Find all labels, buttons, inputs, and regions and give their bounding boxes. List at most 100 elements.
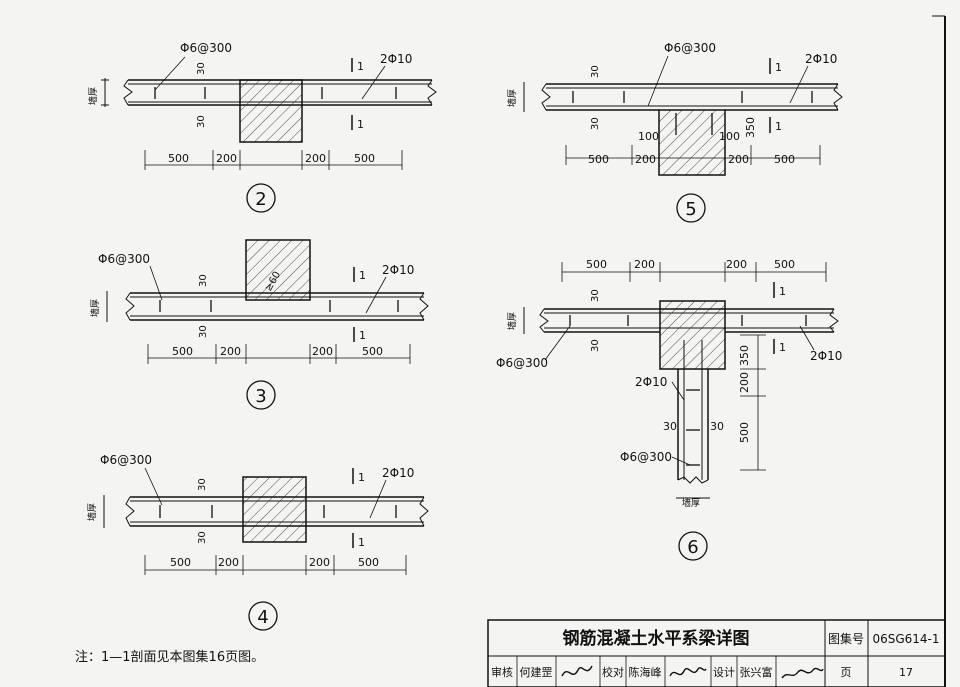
design-signature [781, 667, 824, 679]
check-label: 校对 [602, 665, 624, 679]
bars-label: 2Φ10 [380, 52, 412, 66]
offset-right-label: 100 [719, 130, 740, 143]
stirrup-label: Φ6@300 [98, 252, 150, 266]
section-mark-bottom: 1 [357, 118, 364, 131]
drawing-title: 钢筋混凝土水平系梁详图 [563, 628, 750, 649]
check-name: 陈海峰 [629, 665, 662, 679]
stirrup-label: Φ6@300 [100, 453, 152, 467]
cover-bottom-label: 30 [590, 117, 601, 130]
bars-label: 2Φ10 [382, 466, 414, 480]
detail-4: 墙厚 Φ6@300 2Φ10 30 30 1 1 500 200 200 500… [86, 453, 429, 631]
section-mark-bottom: 1 [359, 329, 366, 342]
review-name: 何建罡 [520, 665, 553, 679]
section-mark-bottom: 1 [779, 341, 786, 354]
dim-200-left: 200 [216, 152, 237, 165]
wall-thickness-label: 墙厚 [86, 503, 98, 521]
detail-number: 2 [255, 189, 266, 210]
dim-500-left: 500 [588, 153, 609, 166]
vertical-bars-label: 2Φ10 [635, 375, 667, 389]
section-mark-top: 1 [358, 471, 365, 484]
atlas-label: 图集号 [828, 631, 864, 646]
design-name: 张兴富 [740, 665, 773, 679]
section-mark-top: 1 [775, 61, 782, 74]
detail-number: 5 [685, 199, 696, 220]
cover-top-label: 30 [198, 274, 209, 287]
section-mark-bottom: 1 [775, 120, 782, 133]
detail-number: 4 [257, 607, 268, 628]
concrete-column [245, 239, 311, 301]
dim-200-right: 200 [309, 556, 330, 569]
cover-bottom-label: 30 [198, 325, 209, 338]
page-number: 17 [899, 666, 913, 679]
dim-200-left: 200 [635, 153, 656, 166]
detail-number: 6 [687, 537, 698, 558]
section-mark-top: 1 [779, 285, 786, 298]
note-text: 注：1—1剖面见本图集16页图。 [75, 649, 264, 665]
detail-2: 墙厚 Φ6@300 2Φ10 30 30 1 1 500 200 200 500… [87, 41, 437, 213]
page-label: 页 [841, 666, 852, 679]
cover-bottom-label: 30 [196, 115, 207, 128]
wall-thickness-label: 墙厚 [506, 89, 518, 107]
dim-500-right: 500 [774, 258, 795, 271]
concrete-column [659, 300, 726, 370]
cover-top-label: 30 [590, 65, 601, 78]
dim-500-left: 500 [172, 345, 193, 358]
dim-500-right: 500 [774, 153, 795, 166]
detail-number-circle [246, 183, 276, 213]
concrete-column [658, 109, 726, 176]
concrete-column [242, 476, 307, 543]
dim-200-left: 200 [634, 258, 655, 271]
bars-label: 2Φ10 [810, 349, 842, 363]
atlas-number: 06SG614-1 [872, 632, 939, 646]
section-mark-bottom: 1 [358, 536, 365, 549]
detail-number-circle [246, 380, 276, 410]
dim-500-right: 500 [362, 345, 383, 358]
wall-thickness-label-bottom: 墙厚 [682, 497, 700, 509]
dim-200-left: 200 [218, 556, 239, 569]
bars-label: 2Φ10 [382, 263, 414, 277]
stirrup-label: Φ6@300 [664, 41, 716, 55]
vdim-350: 350 [738, 345, 751, 366]
detail-5: 墙厚 Φ6@300 2Φ10 30 30 100 100 350 1 1 500… [506, 41, 843, 223]
detail-6: 墙厚 Φ6@300 2Φ10 2Φ10 Φ6@300 30 30 30 30 1… [496, 258, 842, 561]
detail-number-circle [676, 193, 706, 223]
review-signature [561, 665, 593, 677]
section-mark-top: 1 [359, 269, 366, 282]
design-label: 设计 [713, 666, 735, 679]
detail-number-circle [248, 601, 278, 631]
stirrup-label: Φ6@300 [496, 356, 548, 370]
wall-thickness-label: 墙厚 [89, 299, 101, 317]
dim-500-right: 500 [354, 152, 375, 165]
dim-200-left: 200 [220, 345, 241, 358]
cover-top-label: 30 [590, 289, 601, 302]
dim-500-left: 500 [168, 152, 189, 165]
dim-200-right: 200 [726, 258, 747, 271]
bars-label: 2Φ10 [805, 52, 837, 66]
cover-left-label: 30 [663, 420, 677, 433]
cover-right-label: 30 [710, 420, 724, 433]
detail-3: ≥60 墙厚 Φ6@300 2Φ10 30 30 1 1 500 200 200… [89, 239, 429, 410]
wall-thickness-label: 墙厚 [506, 312, 518, 330]
dim-200-right: 200 [312, 345, 333, 358]
check-signature [669, 667, 707, 677]
vdim-500: 500 [738, 422, 751, 443]
dim-500-left: 500 [170, 556, 191, 569]
wall-thickness-label: 墙厚 [87, 87, 99, 105]
dim-500-left: 500 [586, 258, 607, 271]
detail-number: 3 [255, 386, 266, 407]
offset-left-label: 100 [638, 130, 659, 143]
review-label: 审核 [491, 665, 513, 679]
cover-bottom-label: 30 [197, 531, 208, 544]
depth-label: 350 [744, 117, 757, 138]
vertical-stirrup-label: Φ6@300 [620, 450, 672, 464]
dim-500-right: 500 [358, 556, 379, 569]
dim-200-right: 200 [305, 152, 326, 165]
concrete-column [239, 79, 303, 143]
cover-top-label: 30 [197, 478, 208, 491]
title-block: 钢筋混凝土水平系梁详图 图集号 06SG614-1 审核 何建罡 校对 陈海峰 … [487, 619, 946, 687]
cover-top-label: 30 [196, 62, 207, 75]
cover-bottom-label: 30 [590, 339, 601, 352]
dim-200-right: 200 [728, 153, 749, 166]
vdim-200: 200 [738, 372, 751, 393]
